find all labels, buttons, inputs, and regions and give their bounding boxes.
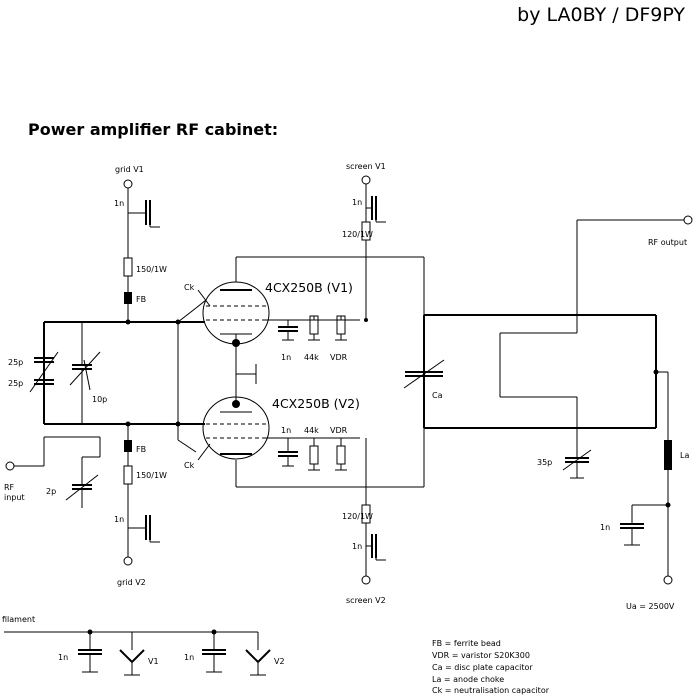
- legend-item: Ck = neutralisation capacitor: [432, 686, 550, 695]
- anode-supply: [620, 369, 673, 585]
- grid-v1-label: grid V1: [115, 165, 144, 174]
- grid-v2-fb-label: FB: [136, 445, 146, 454]
- la-label: La: [680, 451, 689, 460]
- screen-v2-cap-label: 1n: [352, 542, 362, 551]
- screen-v2-chain: [361, 438, 386, 585]
- screen-v1-label: screen V1: [346, 162, 386, 171]
- main-bus: [43, 314, 657, 429]
- grid-v2-cap-label: 1n: [114, 515, 124, 524]
- v1-resistor-44k-label: 44k: [304, 353, 319, 362]
- grid-v1-cap-label: 1n: [114, 199, 124, 208]
- cap-25p-bottom-label: 25p: [8, 379, 23, 388]
- tube-v1-label: 4CX250B (V1): [265, 280, 353, 295]
- grid-v2-resistor-label: 150/1W: [136, 471, 167, 480]
- legend: FB = ferrite bead VDR = varistor S20K300…: [432, 639, 550, 695]
- cap-35p: [562, 449, 592, 479]
- v2-decoupling-cap-label: 1n: [281, 426, 291, 435]
- cap-2p-label: 2p: [46, 487, 56, 496]
- filament-label: filament: [2, 615, 35, 624]
- filament-circuit: [4, 629, 271, 676]
- v2-screen-decoupling: [278, 438, 347, 471]
- grid-v1-chain: [123, 179, 160, 325]
- v2-resistor-44k-label: 44k: [304, 426, 319, 435]
- legend-item: La = anode choke: [432, 675, 504, 684]
- ck-v2: [175, 322, 211, 461]
- screen-v2-label: screen V2: [346, 596, 386, 605]
- v1-decoupling-cap-label: 1n: [281, 353, 291, 362]
- ck-v1: [175, 289, 211, 325]
- ca-label: Ca: [432, 391, 443, 400]
- legend-item: Ca = disc plate capacitor: [432, 663, 533, 672]
- v1-screen-decoupling: [278, 315, 347, 341]
- ua-cap-label: 1n: [600, 523, 610, 532]
- cathode-link: [235, 343, 257, 404]
- input-capacitors: [29, 351, 59, 393]
- rf-input-label-2: input: [4, 493, 25, 502]
- cap-35p-label: 35p: [537, 458, 552, 467]
- ua-label: Ua = 2500V: [626, 602, 675, 611]
- screen-v2-resistor-label: 120/1W: [342, 512, 373, 521]
- page-title: Power amplifier RF cabinet:: [28, 120, 279, 139]
- ck-v1-label: Ck: [184, 283, 195, 292]
- screen-v1-resistor-label: 120/1W: [342, 230, 373, 239]
- filament-cap-1-label: 1n: [58, 653, 68, 662]
- filament-cap-2-label: 1n: [184, 653, 194, 662]
- rf-input-label-1: RF: [4, 483, 15, 492]
- grid-v2-label: grid V2: [117, 578, 146, 587]
- tube-v2-label: 4CX250B (V2): [272, 396, 360, 411]
- screen-v1-chain: [361, 175, 386, 322]
- author-credit: by LA0BY / DF9PY: [517, 4, 685, 26]
- cap-10p: [69, 322, 101, 424]
- screen-v1-cap-label: 1n: [352, 198, 362, 207]
- rf-input: [5, 436, 101, 508]
- grid-v1-resistor-label: 150/1W: [136, 265, 167, 274]
- rf-output: [499, 215, 693, 458]
- filament-v1-label: V1: [148, 657, 159, 666]
- legend-item: FB = ferrite bead: [432, 639, 501, 648]
- v2-vdr-label: VDR: [330, 426, 348, 435]
- rf-output-label: RF output: [648, 238, 687, 247]
- legend-item: VDR = varistor S20K300: [432, 651, 530, 660]
- ca-capacitor: [403, 359, 445, 389]
- grid-v1-fb-label: FB: [136, 295, 146, 304]
- ck-v2-label: Ck: [184, 461, 195, 470]
- filament-v2-label: V2: [274, 657, 285, 666]
- grid-v2-chain: [123, 421, 160, 566]
- cap-25p-top-label: 25p: [8, 358, 23, 367]
- v1-vdr-label: VDR: [330, 353, 348, 362]
- cap-10p-label: 10p: [92, 395, 107, 404]
